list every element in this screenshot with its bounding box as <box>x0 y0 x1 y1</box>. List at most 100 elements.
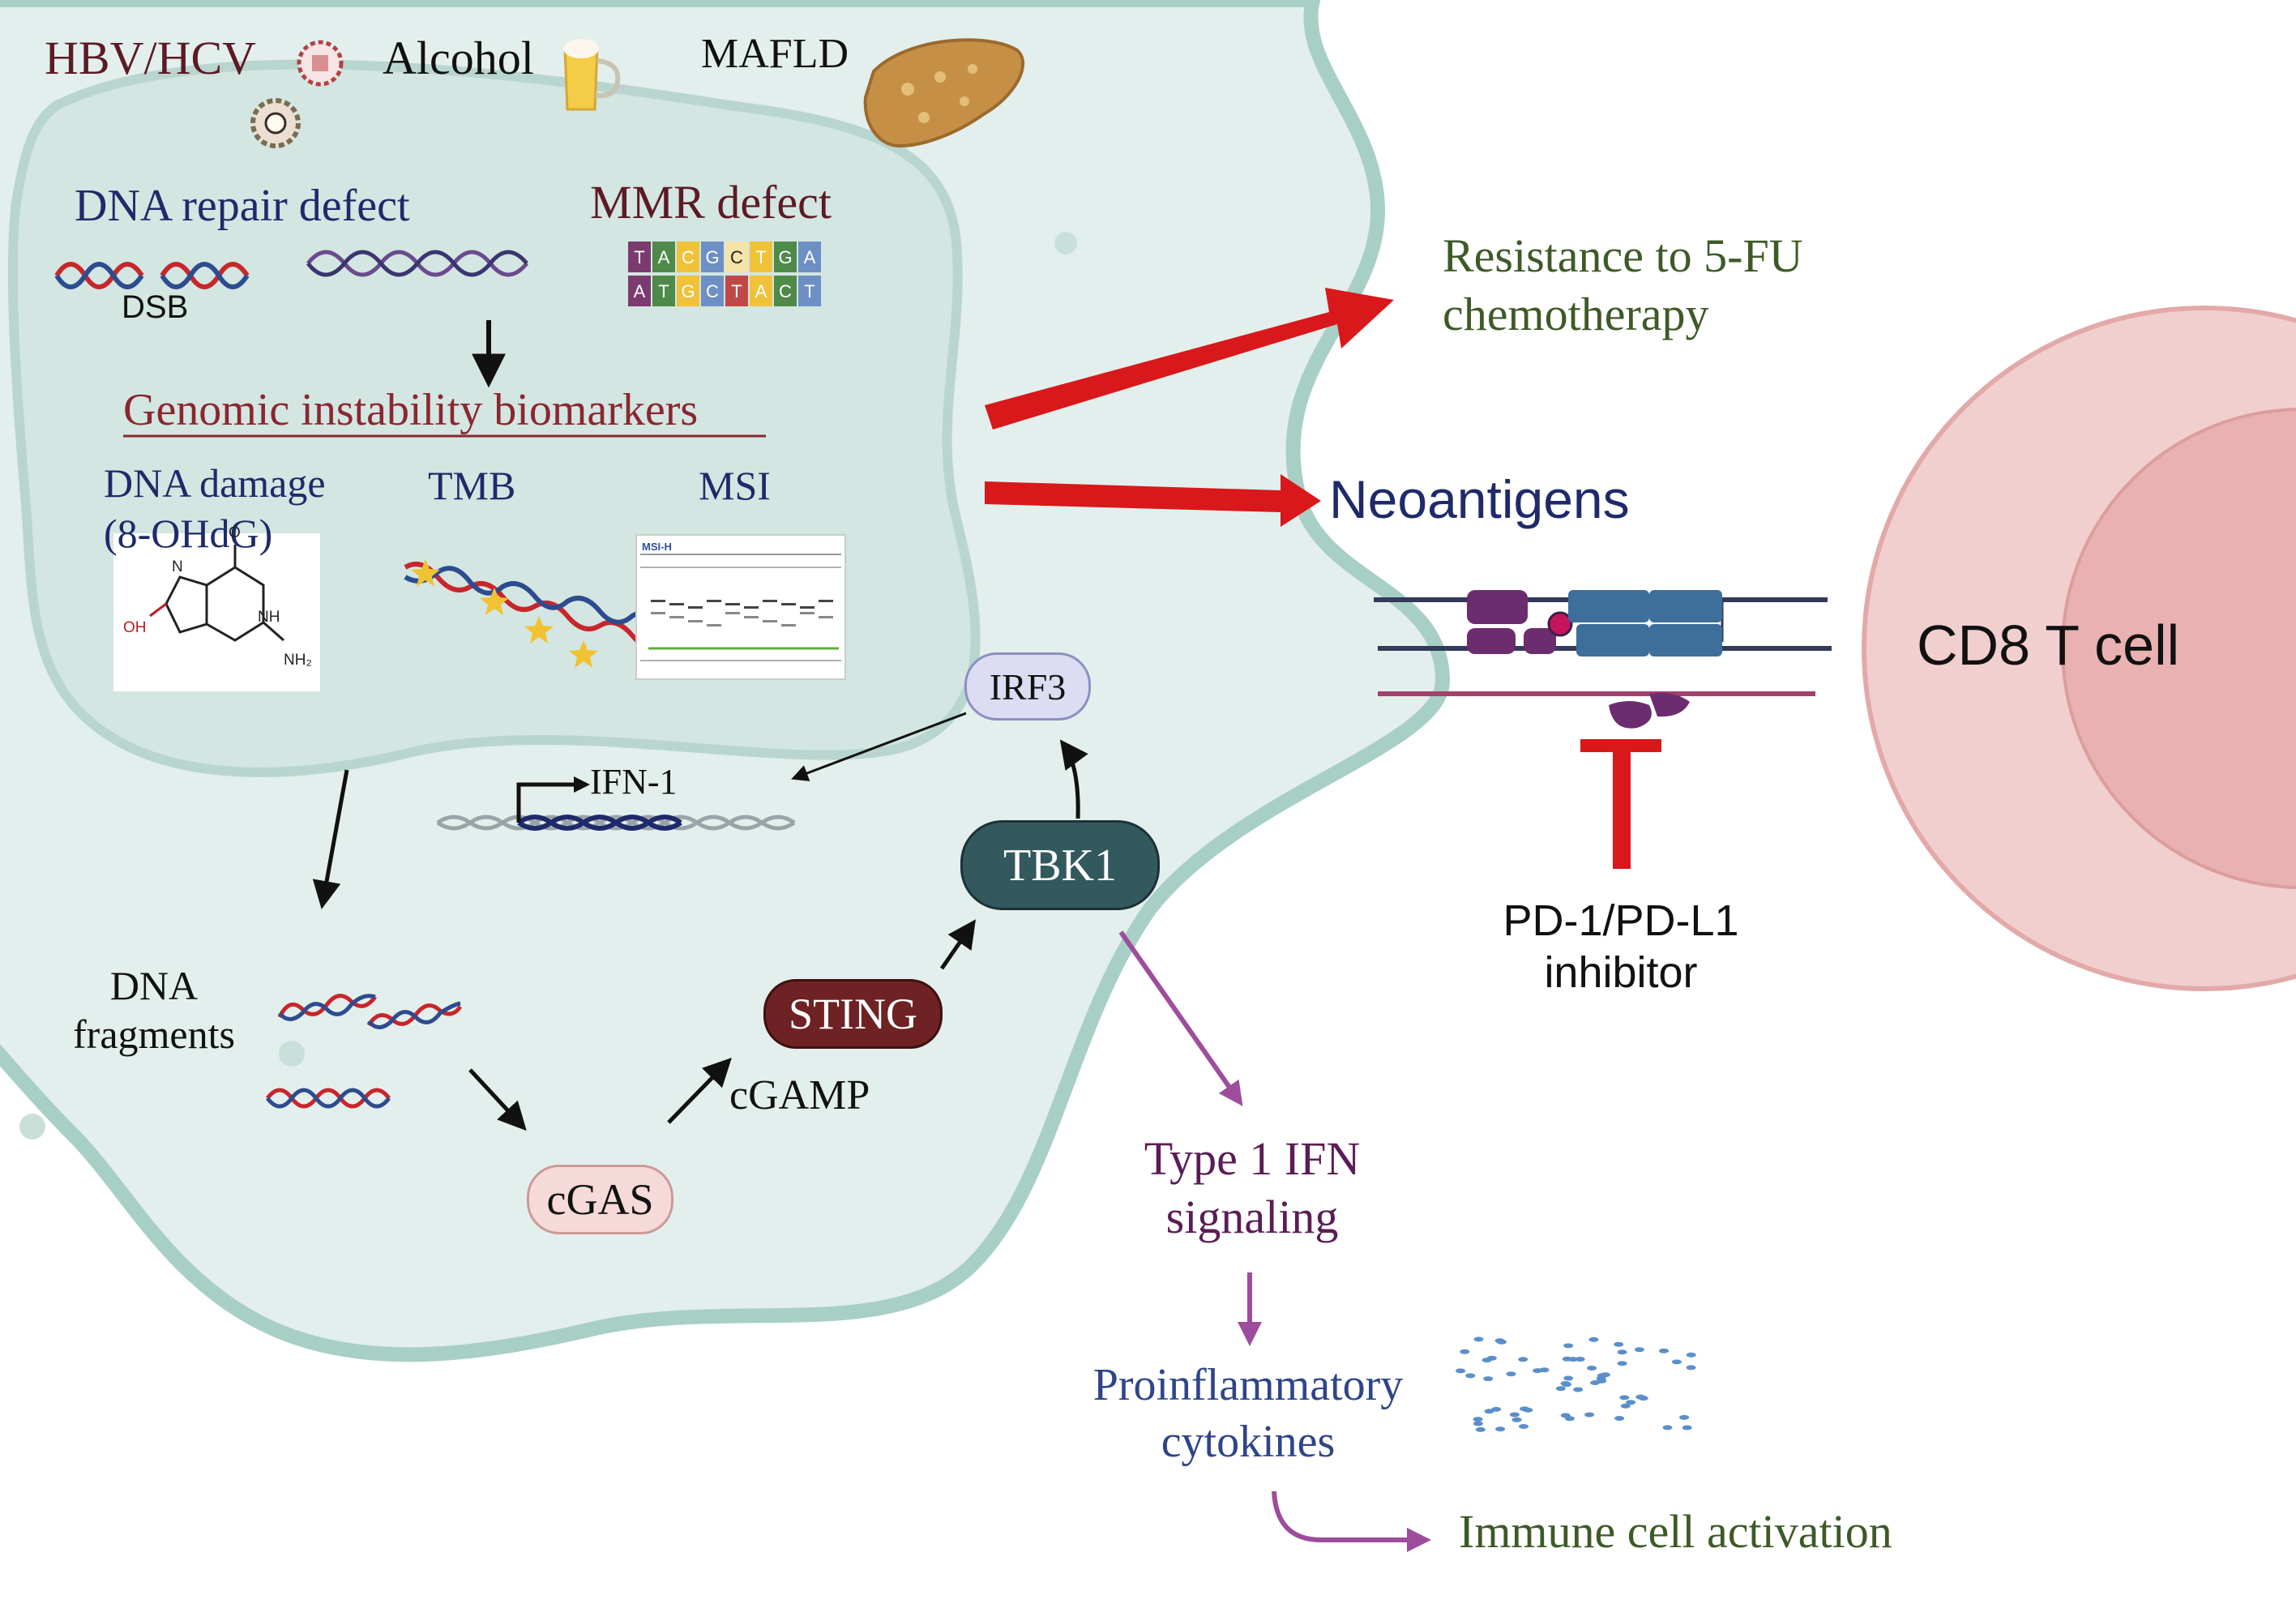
cytokine-particle <box>1465 1373 1476 1379</box>
ifn-gene-dna <box>436 776 796 831</box>
gel-band <box>800 612 815 614</box>
mmr-base-cell <box>652 276 675 306</box>
gel-band <box>781 603 796 605</box>
pathway-arrows <box>312 712 1088 1131</box>
cytokine-particle <box>1587 1366 1597 1371</box>
label-dsb: DSB <box>122 289 189 325</box>
gel-band <box>725 612 740 614</box>
mmr-base-letter: C <box>730 247 743 267</box>
msi-tag: MSI-H <box>642 541 672 553</box>
red-arrows <box>985 288 1394 527</box>
label-ifn-1: IFN-1 <box>590 762 678 802</box>
cytokine-particle <box>1659 1348 1669 1354</box>
vesicle <box>279 1041 305 1067</box>
ohdg-structure <box>113 533 320 691</box>
gel-band <box>763 620 777 622</box>
gel-band <box>819 600 833 602</box>
vesicle <box>19 1114 45 1140</box>
gel-band <box>763 600 777 602</box>
cytokine-particle <box>1494 1338 1505 1344</box>
cytokine-particle <box>1564 1416 1575 1422</box>
label-dna-damage: DNA damage <box>104 460 326 506</box>
mmr-base-cell <box>677 242 699 272</box>
gel-band <box>819 616 833 618</box>
cytokine-particle <box>1686 1352 1696 1358</box>
cytokine-particle <box>1518 1357 1529 1362</box>
label-dna-fragments-line2: fragments <box>73 1011 235 1057</box>
cytokine-particle <box>1519 1424 1529 1429</box>
arrow-cytokines-to-activation <box>1272 1490 1431 1552</box>
mmr-base-cell <box>798 276 821 306</box>
mmr-base-letter: G <box>681 281 695 302</box>
mmr-base-letter: T <box>804 281 815 302</box>
damaged-dna-icon <box>306 250 528 277</box>
cytokine-particle <box>1555 1386 1566 1392</box>
cytokine-particle <box>1597 1378 1607 1383</box>
gel-band <box>744 616 759 618</box>
mmr-base-letter: T <box>731 281 742 302</box>
label-type1-ifn-line2: signaling <box>1165 1191 1339 1243</box>
cytokine-particle <box>1682 1425 1692 1431</box>
cytokine-particle <box>1511 1417 1522 1422</box>
arrow-tbk1-to-irf3 <box>1059 739 1088 819</box>
arrow-cgas-to-sting <box>667 1057 732 1124</box>
mmr-base-cell <box>628 276 651 306</box>
cytokine-particle <box>1560 1381 1571 1386</box>
cytokine-particle <box>1635 1394 1646 1400</box>
cytokine-particle <box>1614 1341 1624 1347</box>
cytokine-particle <box>1626 1400 1636 1405</box>
label-8-ohdg: (8-OHdG) <box>104 511 273 556</box>
cytokine-particle <box>1520 1406 1530 1412</box>
gel-band <box>688 606 703 609</box>
cytokine-particle <box>1620 1403 1631 1409</box>
arrow-nucleus-to-fragments <box>312 769 349 909</box>
gel-band <box>669 603 684 605</box>
purple-arrows <box>1118 930 1431 1552</box>
cytokine-particle <box>1484 1409 1494 1414</box>
gel-band <box>800 606 815 609</box>
liver-icon <box>863 38 1025 148</box>
arrow-to-resistance <box>985 288 1394 430</box>
cytokine-particle <box>1617 1349 1627 1355</box>
label-cd8-t-cell: CD8 T cell <box>1917 614 2180 677</box>
cytokine-particle <box>1619 1395 1630 1401</box>
sting-label: STING <box>789 990 917 1038</box>
chem-label-nh: NH <box>258 609 280 626</box>
cytokine-particle <box>1568 1357 1579 1362</box>
irf3-label: IRF3 <box>989 665 1067 708</box>
arrow-tbk1-to-ifn-signaling <box>1118 930 1243 1106</box>
mmr-base-letter: G <box>778 247 792 267</box>
gel-band <box>781 624 796 627</box>
cytokine-particles <box>1456 1336 1696 1432</box>
cytokine-particle <box>1460 1349 1470 1354</box>
mmr-base-cell <box>750 276 772 306</box>
label-resistance-line1: Resistance to 5-FU <box>1443 229 1803 282</box>
cytokine-particle <box>1563 1343 1574 1349</box>
cytokine-particle <box>1473 1417 1483 1422</box>
chem-label-o: O <box>229 524 241 541</box>
gel-band <box>707 600 721 602</box>
cytokine-particle <box>1509 1412 1520 1418</box>
biomarkers-title: Genomic instability biomarkers <box>123 385 699 435</box>
cytokine-particle <box>1600 1372 1610 1378</box>
dna-fragments-icon <box>266 994 463 1109</box>
label-cgamp: cGAMP <box>729 1072 870 1118</box>
cgas-node: cGAS <box>527 1165 673 1234</box>
mmr-base-letter: G <box>705 247 719 267</box>
label-resistance-line2: chemotherapy <box>1443 288 1709 340</box>
label-pd1-line1: PD-1/PD-L1 <box>1503 896 1739 945</box>
cytokine-particle <box>1473 1336 1484 1342</box>
mmr-base-letter: A <box>634 281 646 302</box>
cytokine-particle <box>1617 1361 1627 1366</box>
beer-icon <box>563 39 621 111</box>
cytokine-particle <box>1563 1375 1574 1381</box>
cytokine-particle <box>1662 1425 1673 1431</box>
mmr-base-cell <box>725 242 748 272</box>
label-mmr-defect: MMR defect <box>590 176 832 229</box>
gel-band <box>744 606 759 609</box>
msi-gel-image <box>635 534 846 680</box>
cytokine-particle <box>1506 1371 1516 1377</box>
label-pd1-line2: inhibitor <box>1544 948 1698 997</box>
